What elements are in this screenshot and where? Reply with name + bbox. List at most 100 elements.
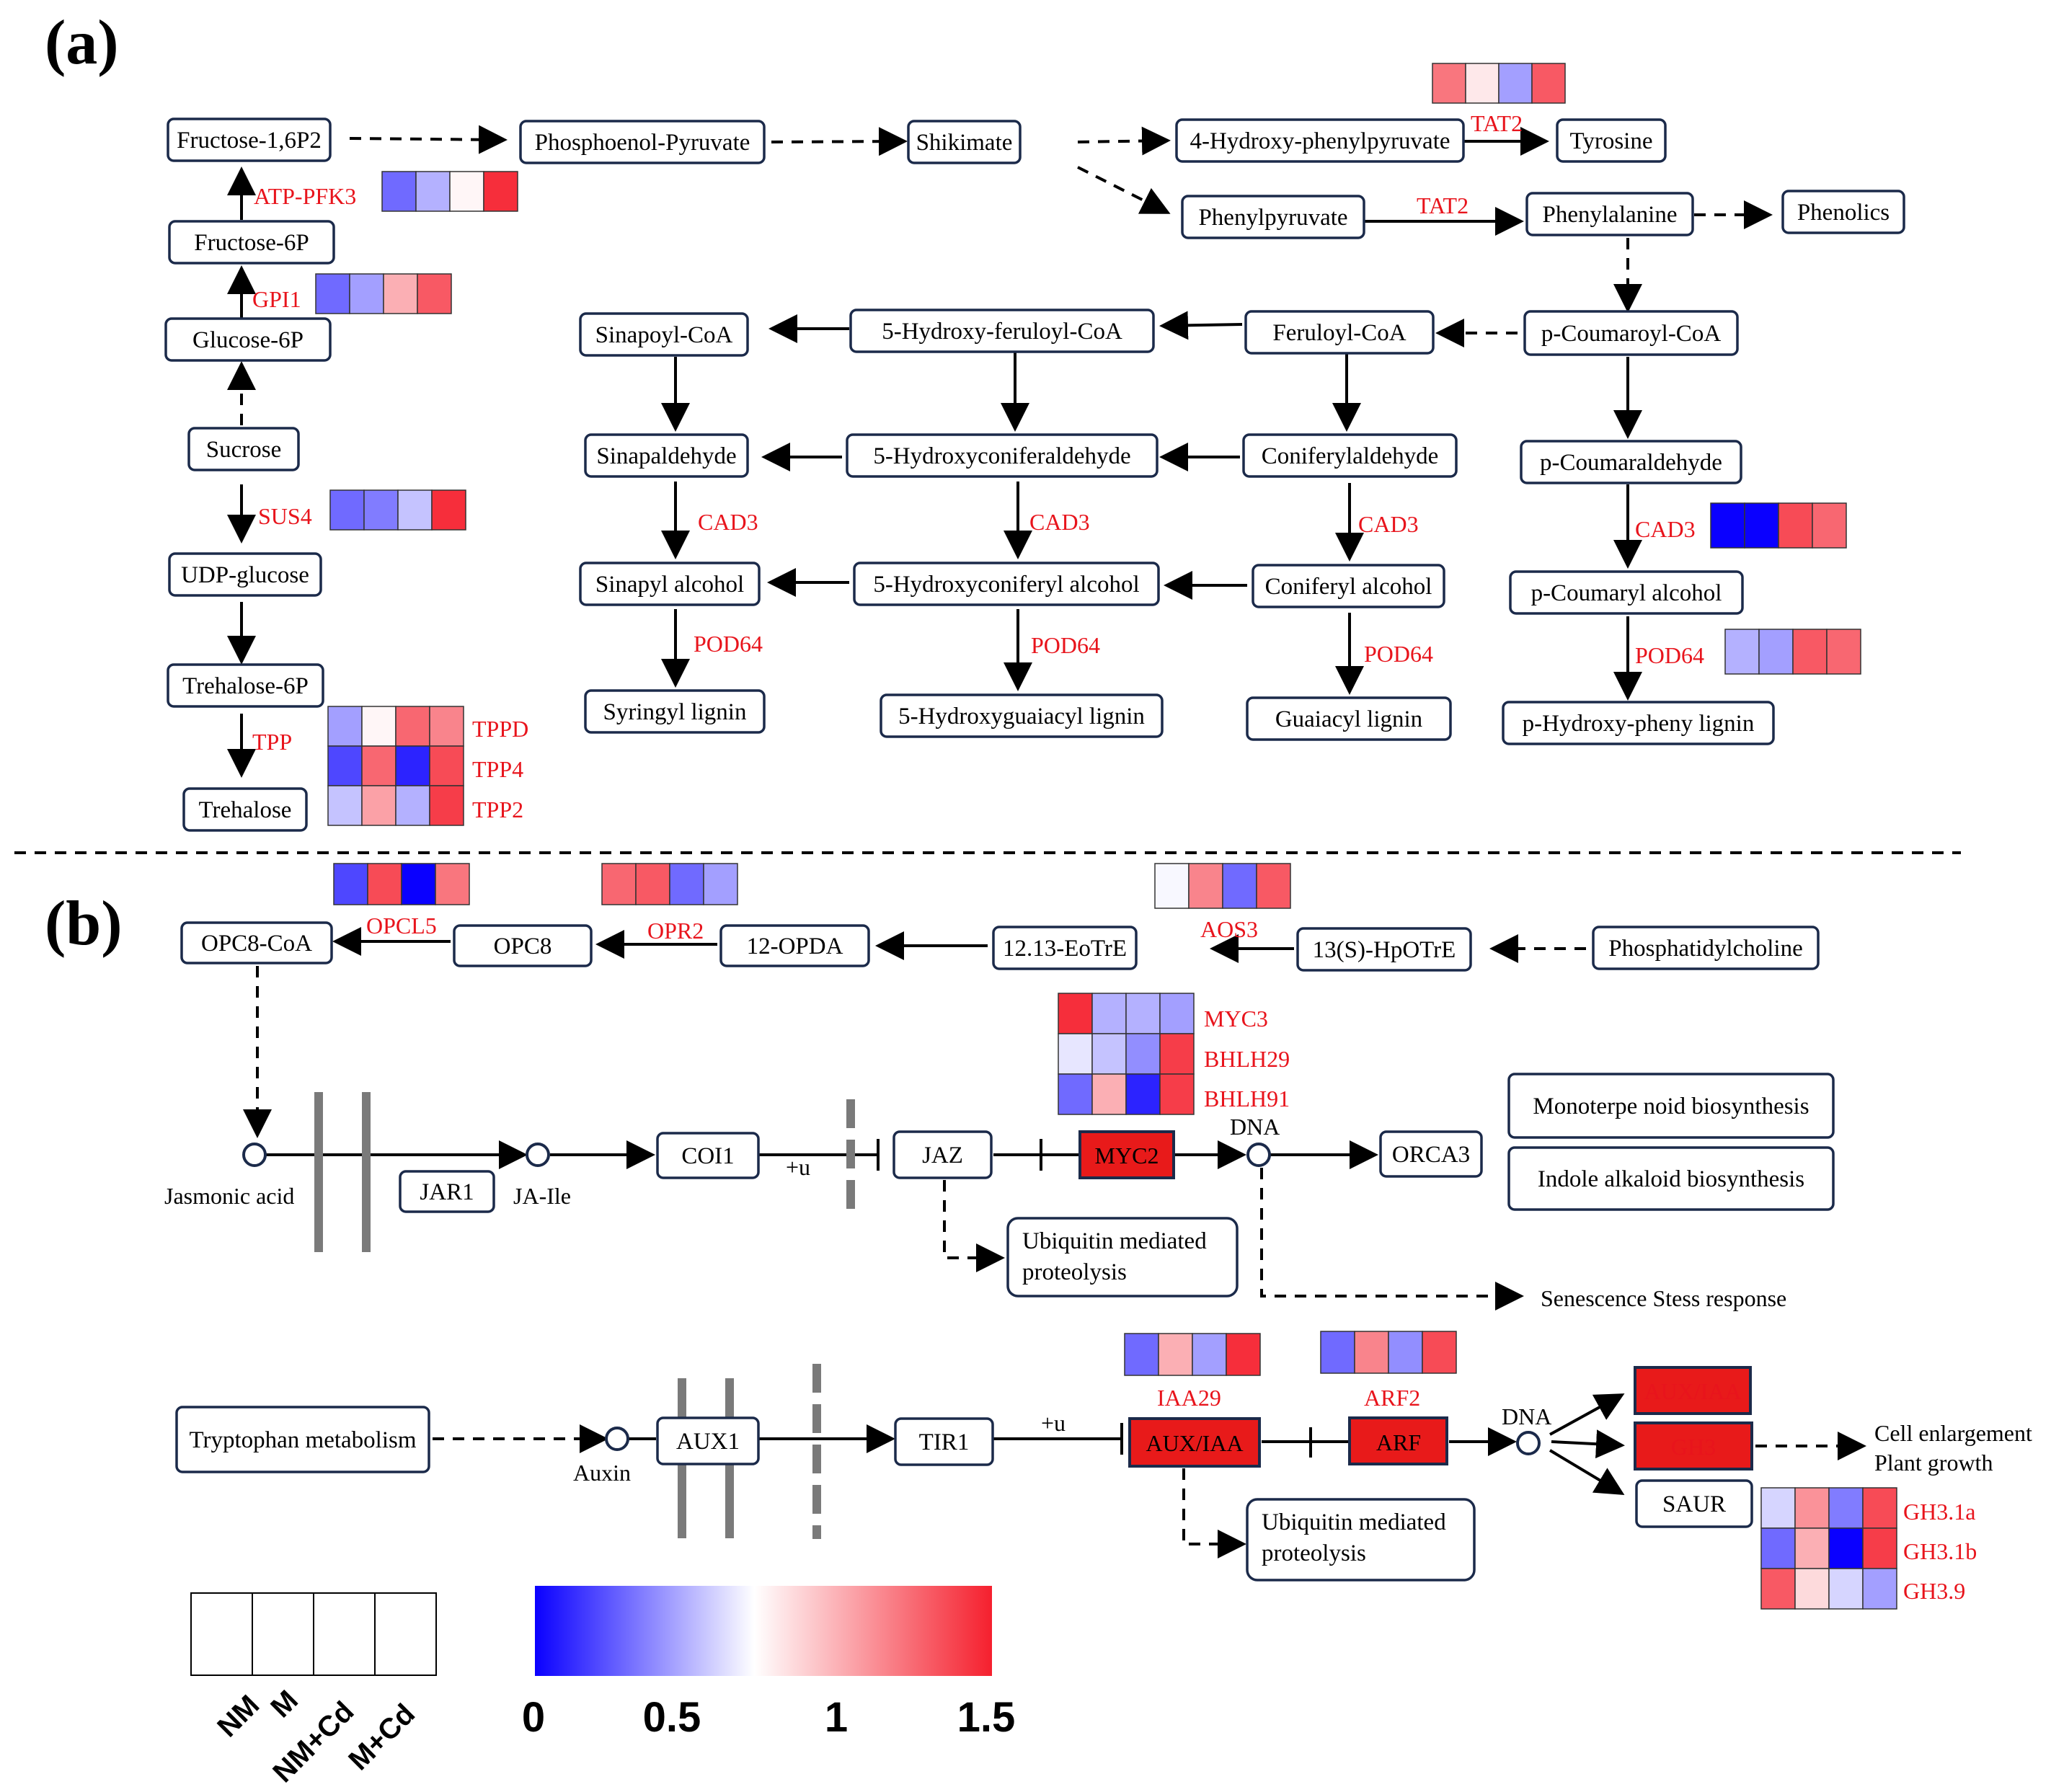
node-sinald[interactable]: Sinapaldehyde bbox=[584, 433, 749, 478]
heatmap-cell-myc-1-0 bbox=[1058, 1033, 1093, 1075]
node-eotre[interactable]: 12.13-EoTrE bbox=[992, 926, 1138, 970]
node-pcoualc[interactable]: p-Coumaryl alcohol bbox=[1509, 570, 1744, 615]
enzyme-myc3: MYC3 bbox=[1204, 1006, 1268, 1032]
heatmap-cell-tpp-0-1 bbox=[361, 706, 397, 747]
node-tre6[interactable]: Trehalose-6P bbox=[167, 663, 324, 708]
enzyme-pod64d: POD64 bbox=[1635, 642, 1704, 668]
panel-a-arrows bbox=[227, 125, 1773, 778]
node-sucrose[interactable]: Sucrose bbox=[187, 427, 300, 471]
node-jar1[interactable]: JAR1 bbox=[399, 1170, 495, 1213]
node-hpp[interactable]: 4-Hydroxy-phenylpyruvate bbox=[1175, 118, 1465, 163]
heatmap-cell-pod64-0-3 bbox=[1826, 629, 1861, 675]
myc2-box[interactable]: MYC2 bbox=[1078, 1130, 1175, 1179]
node-udpg[interactable]: UDP-glucose bbox=[168, 552, 322, 597]
node-aux1[interactable]: AUX1 bbox=[656, 1416, 760, 1465]
node-synlig[interactable]: Syringyl lignin bbox=[584, 689, 766, 734]
node-label-glc6: Glucose-6P bbox=[192, 327, 304, 353]
node-fru16[interactable]: Fructose-1,6P2 bbox=[167, 117, 332, 162]
arf-label: ARF bbox=[1376, 1429, 1421, 1455]
heatmap-cell-cad3-0-0 bbox=[1710, 502, 1745, 549]
plus-u-label-2: +u bbox=[1041, 1410, 1066, 1436]
node-label-phlig: p-Hydroxy-pheny lignin bbox=[1523, 711, 1755, 737]
heatmap-cell-aos3-0-1 bbox=[1188, 863, 1223, 909]
enzyme-tppd: TPPD bbox=[472, 716, 528, 742]
node-sinalc[interactable]: Sinapyl alcohol bbox=[579, 562, 761, 606]
heatmap-cell-pod64-0-0 bbox=[1724, 629, 1760, 675]
node-label-mono: Monoterpe noid biosynthesis bbox=[1533, 1094, 1809, 1119]
ja-ile-label: JA-Ile bbox=[513, 1183, 571, 1209]
node-indole[interactable]: Indole alkaloid biosynthesis bbox=[1507, 1146, 1835, 1211]
enzyme-cad3b: CAD3 bbox=[1029, 509, 1090, 535]
auxiaa-box[interactable]: AUX/IAA bbox=[1128, 1417, 1261, 1468]
legend-col-m: M bbox=[265, 1685, 304, 1724]
node-pcouald[interactable]: p-Coumaraldehyde bbox=[1520, 440, 1742, 484]
node-hferCoA[interactable]: 5-Hydroxy-feruloyl-CoA bbox=[849, 309, 1155, 353]
node-opc8[interactable]: OPC8 bbox=[453, 924, 593, 967]
node-label-sinald: Sinapaldehyde bbox=[596, 443, 736, 469]
node-tir1[interactable]: TIR1 bbox=[894, 1417, 994, 1466]
node-hconalc[interactable]: 5-Hydroxyconiferyl alcohol bbox=[853, 562, 1160, 606]
node-jaz[interactable]: JAZ bbox=[892, 1130, 993, 1179]
node-saur[interactable]: SAUR bbox=[1635, 1479, 1753, 1528]
gh3-box[interactable]: GH3 bbox=[1634, 1421, 1753, 1471]
node-trp[interactable]: Tryptophan metabolism bbox=[175, 1406, 430, 1473]
node-pc[interactable]: Phosphatidylcholine bbox=[1592, 926, 1820, 970]
dna-label-2: DNA bbox=[1502, 1403, 1551, 1429]
heatmap-cell-myc-2-2 bbox=[1125, 1073, 1161, 1115]
node-sinCoA[interactable]: Sinapoyl-CoA bbox=[579, 312, 749, 357]
colorbar-tick-0: 0 bbox=[522, 1694, 545, 1741]
heatmap-cell-gpi1-0-1 bbox=[349, 273, 384, 314]
node-pcouCoA[interactable]: p-Coumaroyl-CoA bbox=[1523, 310, 1739, 356]
heatmap-cell-opr2-0-3 bbox=[703, 863, 738, 905]
node-coi1[interactable]: COI1 bbox=[656, 1132, 760, 1179]
node-tre[interactable]: Trehalose bbox=[182, 787, 308, 832]
colorbar-tick-05: 0.5 bbox=[643, 1694, 701, 1741]
node-label-synlig: Syringyl lignin bbox=[603, 699, 747, 725]
heatmap-cell-atppfk3-0-0 bbox=[381, 171, 417, 212]
node-mono[interactable]: Monoterpe noid biosynthesis bbox=[1507, 1073, 1835, 1139]
node-phlig[interactable]: p-Hydroxy-pheny lignin bbox=[1502, 701, 1775, 745]
node-label-phe: Phenylalanine bbox=[1543, 202, 1678, 228]
node-ferCoA[interactable]: Feruloyl-CoA bbox=[1244, 310, 1435, 355]
node-orca3[interactable]: ORCA3 bbox=[1379, 1130, 1483, 1178]
node-opda[interactable]: 12-OPDA bbox=[719, 924, 870, 967]
node-fru6[interactable]: Fructose-6P bbox=[168, 220, 335, 265]
node-hpotre[interactable]: 13(S)-HpOTrE bbox=[1296, 927, 1472, 972]
heatmap-cell-gpi1-0-2 bbox=[383, 273, 418, 314]
node-phenolics[interactable]: Phenolics bbox=[1781, 190, 1905, 234]
node-label-jaz: JAZ bbox=[922, 1143, 963, 1168]
node-label-tir1: TIR1 bbox=[919, 1429, 970, 1455]
node-phepyr[interactable]: Phenylpyruvate bbox=[1181, 195, 1365, 239]
enzyme-tpp2: TPP2 bbox=[472, 797, 523, 822]
auxiaa2-box[interactable]: AUX/IAA bbox=[1634, 1366, 1752, 1415]
arf-box[interactable]: ARF bbox=[1348, 1416, 1448, 1465]
heatmap-cell-opr2-0-1 bbox=[635, 863, 670, 905]
node-label-hconald: 5-Hydroxyconiferaldehyde bbox=[873, 443, 1130, 469]
node-pep[interactable]: Phosphoenol-Pyruvate bbox=[519, 120, 766, 164]
heatmap-cell-sus4-0-2 bbox=[397, 489, 433, 531]
node-phe[interactable]: Phenylalanine bbox=[1525, 192, 1694, 236]
node-conald[interactable]: Coniferylaldehyde bbox=[1242, 433, 1458, 478]
node-conalc[interactable]: Coniferyl alcohol bbox=[1252, 564, 1445, 608]
senescence-label: Senescence Stess response bbox=[1541, 1285, 1786, 1311]
node-opc8coa[interactable]: OPC8-CoA bbox=[180, 921, 333, 964]
enzyme-opr2: OPR2 bbox=[647, 918, 704, 944]
heatmap-cell-iaa29-0-2 bbox=[1192, 1333, 1227, 1376]
node-glc6[interactable]: Glucose-6P bbox=[164, 317, 332, 362]
node-guaiac[interactable]: Guaiacyl lignin bbox=[1246, 696, 1452, 741]
enzyme-cad3c: CAD3 bbox=[1358, 511, 1419, 537]
node-tyr[interactable]: Tyrosine bbox=[1556, 118, 1667, 163]
enzyme-bhlh91: BHLH91 bbox=[1204, 1086, 1290, 1112]
node-shik[interactable]: Shikimate bbox=[907, 120, 1022, 164]
node-label-phepyr: Phenylpyruvate bbox=[1198, 205, 1347, 231]
heatmap-cell-opr2-0-2 bbox=[669, 863, 704, 905]
heatmap-cell-tpp-2-1 bbox=[361, 785, 397, 826]
node-hguaiac[interactable]: 5-Hydroxyguaiacyl lignin bbox=[880, 693, 1164, 738]
heatmap-sus4 bbox=[329, 489, 466, 531]
node-label-trp: Tryptophan metabolism bbox=[189, 1427, 416, 1453]
node-hconald[interactable]: 5-Hydroxyconiferaldehyde bbox=[846, 433, 1159, 478]
